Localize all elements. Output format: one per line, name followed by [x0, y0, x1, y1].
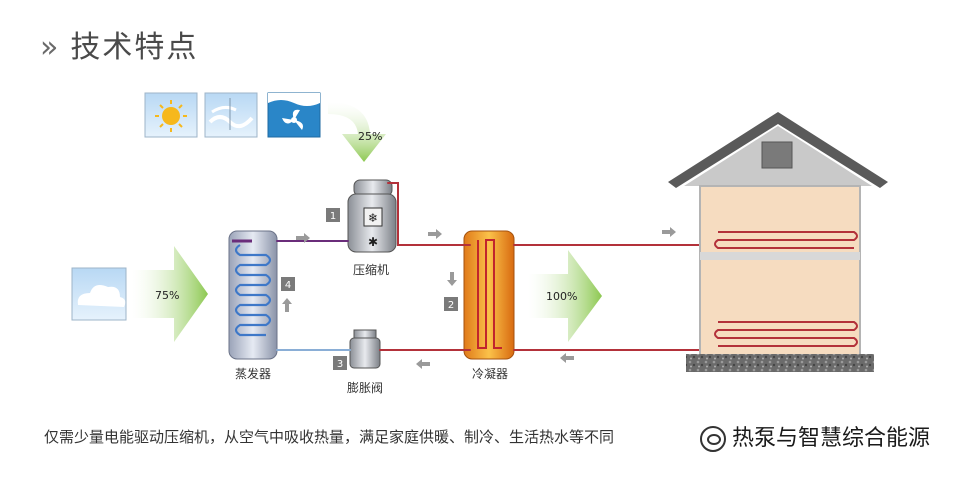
wechat-icon — [700, 426, 726, 452]
percent-air-heat: 75% — [155, 289, 179, 302]
output-heat-arrow: 100% — [528, 250, 602, 342]
expansion-valve-label: 膨胀阀 — [347, 381, 383, 395]
step-1: 1 — [330, 211, 336, 222]
expansion-valve — [349, 329, 381, 369]
chevron-right-icon: » — [40, 30, 61, 65]
svg-text:✱: ✱ — [368, 235, 378, 249]
air-heat-arrow: 75% — [132, 246, 208, 342]
svg-text:❄: ❄ — [368, 211, 378, 225]
title-text: 技术特点 — [70, 30, 199, 65]
evaporator-tank — [228, 230, 278, 360]
flow-arrows — [282, 227, 676, 369]
compressor: ❄ ✱ — [347, 179, 397, 253]
step-2: 2 — [448, 300, 454, 311]
fan-icon — [267, 92, 321, 138]
wind-icon — [204, 92, 258, 138]
house — [668, 112, 888, 372]
watermark-text: 热泵与智慧综合能源 — [732, 426, 931, 451]
watermark: 热泵与智慧综合能源 — [700, 420, 930, 452]
caption-text: 仅需少量电能驱动压缩机，从空气中吸收热量，满足家庭供暖、制冷、生活热水等不同 — [44, 428, 615, 446]
evaporator-label: 蒸发器 — [235, 366, 271, 381]
compressor-label: 压缩机 — [353, 262, 389, 277]
condenser-label: 冷凝器 — [472, 366, 508, 381]
step-4: 4 — [285, 280, 291, 291]
condenser-tank — [463, 230, 515, 360]
page-title: » 技术特点 — [40, 22, 198, 66]
step-3: 3 — [337, 359, 343, 370]
cloud-icon — [71, 267, 127, 321]
step-badges: 1 2 3 4 — [281, 208, 458, 370]
sun-icon — [144, 92, 198, 138]
percent-energy-input: 25% — [358, 130, 382, 143]
energy-input-arrow: 25% — [328, 102, 386, 162]
percent-output: 100% — [546, 290, 577, 303]
